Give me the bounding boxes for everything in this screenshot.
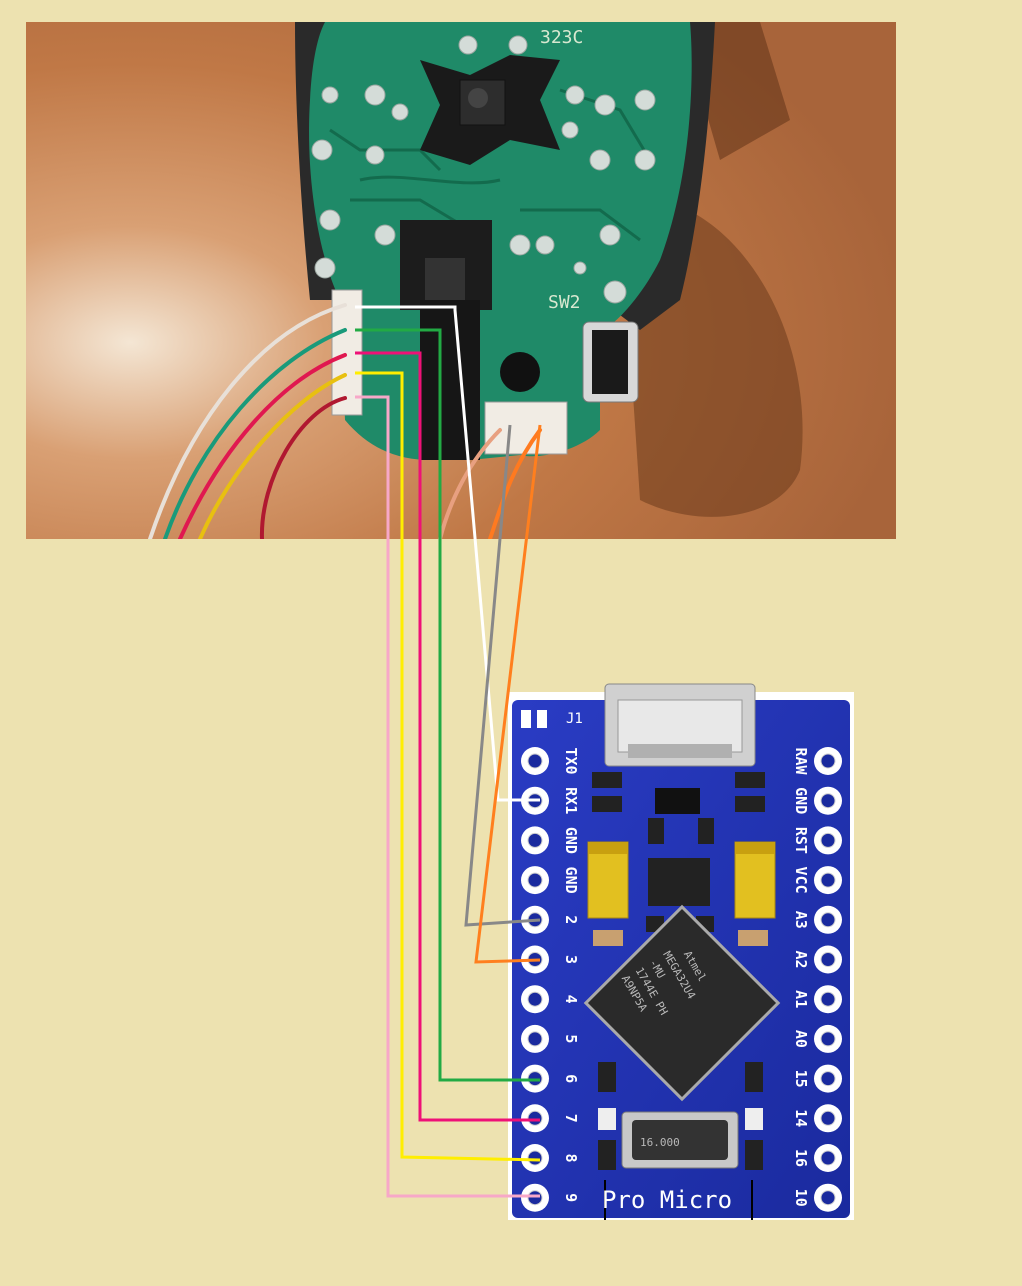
right-pin-label: A1 (792, 990, 810, 1008)
right-pin-label: 10 (792, 1189, 810, 1207)
right-pin-label: A2 (792, 950, 810, 968)
wire-green (355, 328, 540, 1082)
left-pin-label: 5 (562, 1034, 580, 1043)
left-pin-label: RX1 (562, 787, 580, 814)
micro-usb-connector (604, 683, 756, 767)
left-pin-label: 3 (562, 955, 580, 964)
left-pin-label: TX0 (562, 747, 580, 774)
wire-orange (474, 424, 542, 964)
header-label: J1 (566, 711, 583, 727)
right-pin-label: 14 (792, 1109, 810, 1127)
right-pin-label: RAW (792, 747, 810, 775)
mouse-pcb-photo: 323C SW2 (26, 22, 896, 539)
right-pin-label: 16 (792, 1149, 810, 1167)
right-pin-label: A3 (792, 911, 810, 929)
left-pin-label: 7 (562, 1114, 580, 1123)
pcb-silkscreen-label: 323C (540, 27, 583, 48)
two-pin-connector (484, 401, 568, 455)
atmega32u4-chip: Atmel MEGA32U4 -MU 1744E PH A9NP5A (583, 904, 781, 1102)
crystal-label: 16.000 (640, 1136, 680, 1149)
tantalum-capacitors (587, 841, 776, 919)
mouse-cable-bundle (148, 303, 542, 539)
left-pin-label: 9 (562, 1193, 580, 1202)
left-pin-label: 6 (562, 1074, 580, 1083)
left-pin-label: 4 (562, 995, 580, 1004)
crystal-oscillator: 16.000 (621, 1111, 739, 1169)
left-pin-label: 8 (562, 1153, 580, 1162)
wire-pink (355, 395, 540, 1198)
right-pin-label: VCC (792, 867, 810, 894)
right-pin-label: GND (792, 787, 810, 814)
wire-white (355, 305, 540, 802)
wire-gray (464, 424, 541, 927)
left-pin-label: GND (562, 827, 580, 854)
board-name-label: Pro Micro (602, 1186, 732, 1214)
right-pin-label: A0 (792, 1030, 810, 1048)
left-pin-label: 2 (562, 915, 580, 924)
right-pin-label: 15 (792, 1070, 810, 1088)
pcb-switch-label: SW2 (548, 292, 581, 313)
wire-yellow (355, 371, 541, 1162)
left-pin-label: GND (562, 867, 580, 894)
wire-magenta (355, 351, 540, 1122)
right-pin-label: RST (792, 827, 810, 854)
wires (355, 305, 542, 1198)
